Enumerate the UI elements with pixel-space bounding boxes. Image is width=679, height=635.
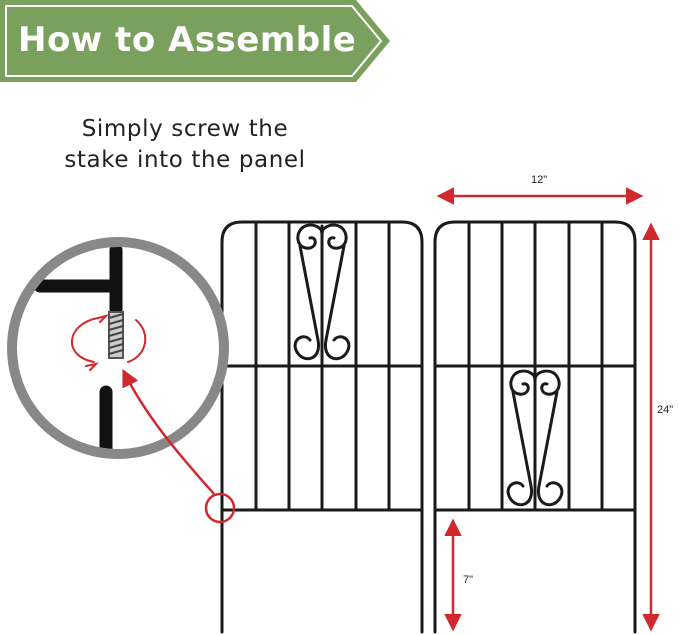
instruction-line-1: Simply screw the: [81, 116, 289, 142]
scroll-ornament-left: [287, 220, 358, 368]
rotation-arrow-icon: [71, 314, 147, 371]
banner-shape: [0, 0, 390, 82]
instruction-line-2: stake into the panel: [64, 147, 306, 173]
pointer-arrow-icon: [122, 368, 215, 495]
scroll-ornament-right: [506, 364, 564, 512]
joint-highlight-circle: [204, 492, 236, 524]
fence-panel-left: [220, 220, 424, 634]
fence-panel-right: [433, 220, 637, 634]
threaded-screw: [108, 311, 124, 359]
stake-label: 7": [463, 574, 474, 586]
width-label: 12": [531, 174, 548, 186]
banner-title: How to Assemble: [18, 20, 357, 60]
title-banner: How to Assemble: [0, 0, 390, 82]
height-label: 24": [657, 404, 674, 416]
zoom-callout: [7, 237, 229, 459]
instruction-text: Simply screw the stake into the panel: [40, 114, 330, 176]
dimension-arrows: [436, 187, 660, 632]
